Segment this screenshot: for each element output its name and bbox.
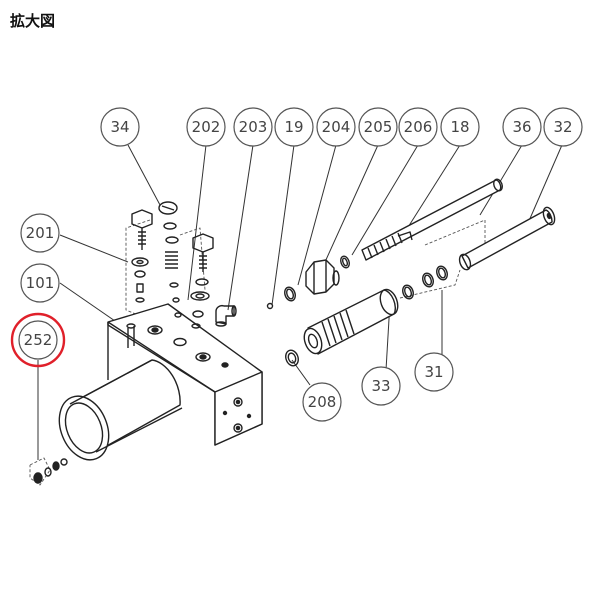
svg-text:101: 101 (26, 274, 55, 292)
svg-text:32: 32 (553, 118, 572, 136)
svg-text:31: 31 (424, 363, 443, 381)
svg-text:19: 19 (284, 118, 303, 136)
svg-text:202: 202 (192, 118, 221, 136)
threaded-cylinder-33 (303, 288, 399, 355)
nut-204 (305, 259, 340, 295)
callout-101: 101 (20, 263, 60, 303)
svg-text:252: 252 (24, 331, 53, 349)
svg-text:204: 204 (322, 118, 351, 136)
svg-text:203: 203 (239, 118, 268, 136)
callout-205: 205 (358, 107, 398, 147)
svg-text:18: 18 (450, 118, 469, 136)
callout-252-highlighted: 252 (10, 312, 66, 368)
page-title: 拡大図 (10, 12, 56, 30)
bolt-stack-203 (190, 233, 214, 329)
callout-202: 202 (186, 107, 226, 147)
svg-text:36: 36 (512, 118, 531, 136)
callout-203: 203 (233, 107, 273, 147)
callout-34: 34 (100, 107, 140, 147)
main-cylinder (58, 359, 183, 461)
callout-206: 206 (398, 107, 438, 147)
callout-31: 31 (414, 352, 454, 392)
threaded-rod (361, 178, 503, 261)
bolt-stack-34 (131, 209, 153, 303)
ball-19 (266, 302, 274, 310)
o-rings (284, 255, 448, 367)
highlight-ring (10, 312, 66, 368)
callout-201: 201 (20, 213, 60, 253)
callout-208: 208 (302, 382, 342, 422)
callout-19: 19 (274, 107, 314, 147)
svg-text:206: 206 (404, 118, 433, 136)
callout-33: 33 (361, 366, 401, 406)
main-block (107, 303, 263, 446)
callout-32: 32 (543, 107, 583, 147)
callouts: 34 202 203 19 204 205 206 18 (10, 107, 583, 422)
callout-204: 204 (316, 107, 356, 147)
svg-text:201: 201 (26, 224, 55, 242)
svg-text:34: 34 (110, 118, 129, 136)
callout-36: 36 (502, 107, 542, 147)
svg-text:33: 33 (371, 377, 390, 395)
bolt-stack-202 (158, 201, 182, 318)
rod-32 (458, 206, 556, 271)
svg-text:205: 205 (364, 118, 393, 136)
pin-101 (126, 323, 136, 348)
svg-text:208: 208 (308, 393, 337, 411)
callout-18: 18 (440, 107, 480, 147)
elbow-fitting (215, 304, 237, 327)
screws-252 (33, 458, 68, 484)
